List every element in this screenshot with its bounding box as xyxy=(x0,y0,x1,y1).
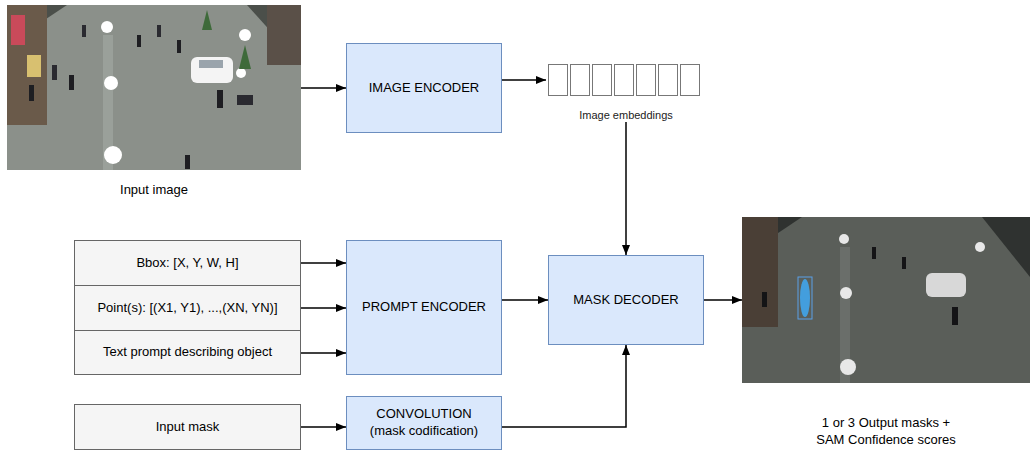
bounding-box xyxy=(798,277,812,319)
shop-sign xyxy=(27,55,41,77)
process-box: MASK DECODER xyxy=(548,255,704,345)
pedestrian xyxy=(185,155,190,169)
embedding-cell xyxy=(615,65,634,96)
node-text: Input mask xyxy=(156,419,220,436)
node-text: MASK DECODER xyxy=(573,292,678,309)
pedestrian xyxy=(157,25,161,37)
tree xyxy=(239,45,251,69)
node-text: CONVOLUTION (mask codification) xyxy=(362,406,487,440)
pedestrian xyxy=(82,25,86,37)
prompt-input: Point(s): [(X1, Y1), ...,(XN, YN)] xyxy=(74,285,301,331)
embedding-cell xyxy=(549,65,568,96)
node-text: Image embeddings xyxy=(579,108,673,122)
process-box: IMAGE ENCODER xyxy=(346,43,502,133)
image-caption: Input image xyxy=(7,5,301,199)
street-surface xyxy=(7,5,301,170)
street-light xyxy=(101,21,113,33)
embedding-cell xyxy=(659,65,678,96)
photo-ground xyxy=(742,217,1030,383)
shop-sign xyxy=(11,15,25,45)
street-photo-masked xyxy=(742,217,1030,383)
arrow-connector xyxy=(301,262,346,264)
pedestrian xyxy=(137,35,141,47)
pedestrian xyxy=(952,307,958,325)
image-caption: 1 or 3 Output masks + SAM Confidence sco… xyxy=(742,217,1030,449)
street-light xyxy=(104,146,122,164)
node-text: 1 or 3 Output masks + SAM Confidence sco… xyxy=(811,415,961,449)
embedding-vector xyxy=(549,65,700,96)
car-window xyxy=(199,60,223,68)
arrow-connector xyxy=(301,87,346,89)
node-text: Text prompt describing object xyxy=(103,344,272,361)
tree xyxy=(202,10,212,30)
process-box: PROMPT ENCODER xyxy=(346,240,502,375)
node-text: Point(s): [(X1, Y1), ...,(XN, YN)] xyxy=(97,300,277,317)
shop-front xyxy=(7,5,47,125)
photo-ground xyxy=(7,5,301,170)
motorbike xyxy=(237,95,253,105)
shop-front xyxy=(742,217,778,327)
segmentation-mask xyxy=(800,279,810,317)
street-photo xyxy=(7,5,301,170)
arrow-connector xyxy=(502,79,546,81)
embedding-label: Image embeddings xyxy=(546,60,706,122)
pedestrian xyxy=(902,257,906,269)
car xyxy=(926,273,966,297)
street-light xyxy=(840,287,852,299)
pedestrian xyxy=(29,85,34,101)
street-light xyxy=(239,29,251,41)
process-box: CONVOLUTION (mask codification) xyxy=(346,396,502,450)
street-surface xyxy=(742,217,1030,383)
arrow-connector xyxy=(502,299,548,301)
arrow-connector xyxy=(301,307,346,309)
pedestrian xyxy=(52,65,57,80)
prompt-input: Text prompt describing object xyxy=(74,330,301,375)
pedestrian xyxy=(217,90,223,108)
prompt-input: Bbox: [X, Y, W, H] xyxy=(74,240,301,286)
street-light xyxy=(975,242,985,252)
embedding-cell xyxy=(681,65,700,96)
mask-input: Input mask xyxy=(74,404,301,450)
pedestrian xyxy=(762,292,767,307)
node-text: PROMPT ENCODER xyxy=(362,299,486,316)
arrow-connector xyxy=(704,299,742,301)
arrow-connector xyxy=(502,345,626,427)
embedding-cell xyxy=(637,65,656,96)
node-text: Input image xyxy=(120,182,188,199)
street-light xyxy=(839,234,849,244)
arrow-connector xyxy=(625,122,627,255)
street-light xyxy=(236,68,246,78)
street-light xyxy=(104,76,118,90)
pedestrian xyxy=(177,40,181,53)
shop-front xyxy=(267,5,301,65)
pedestrian xyxy=(69,75,74,90)
arrow-connector xyxy=(301,426,346,428)
arrow-connector xyxy=(301,352,346,354)
pedestrian xyxy=(872,247,876,259)
embedding-cell xyxy=(593,65,612,96)
embedding-cell xyxy=(571,65,590,96)
street-light xyxy=(840,359,856,375)
node-text: IMAGE ENCODER xyxy=(369,80,480,97)
car xyxy=(191,57,233,83)
node-text: Bbox: [X, Y, W, H] xyxy=(136,255,238,272)
